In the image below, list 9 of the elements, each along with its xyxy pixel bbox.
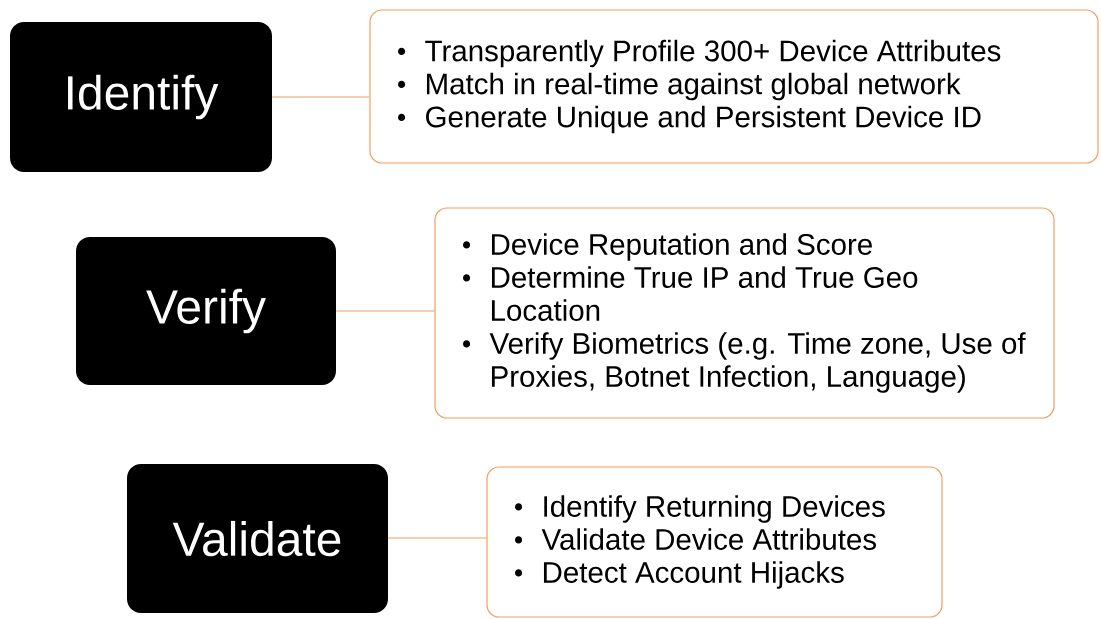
connector-line [387,537,487,539]
step-box: Verify [76,237,336,385]
connector-line [335,310,435,312]
bullet-list-box: Identify Returning Devices Validate Device Attributes Detect Account Hijacks [486,466,943,618]
step-box: Identify [10,22,272,172]
connector-line [271,96,370,98]
step-box: Validate [127,464,388,613]
bullet-list-box: Transparently Profile 300+ Device Attributes Match in real-time against global network Generate Unique and Persistent Device ID [369,9,1099,164]
bullet-list-box: Device Reputation and Score Determine True IP and True Geo Location Verify Biometrics (e.g. Time zone, Use of Proxies, Botnet Infection, Language) [434,207,1055,419]
